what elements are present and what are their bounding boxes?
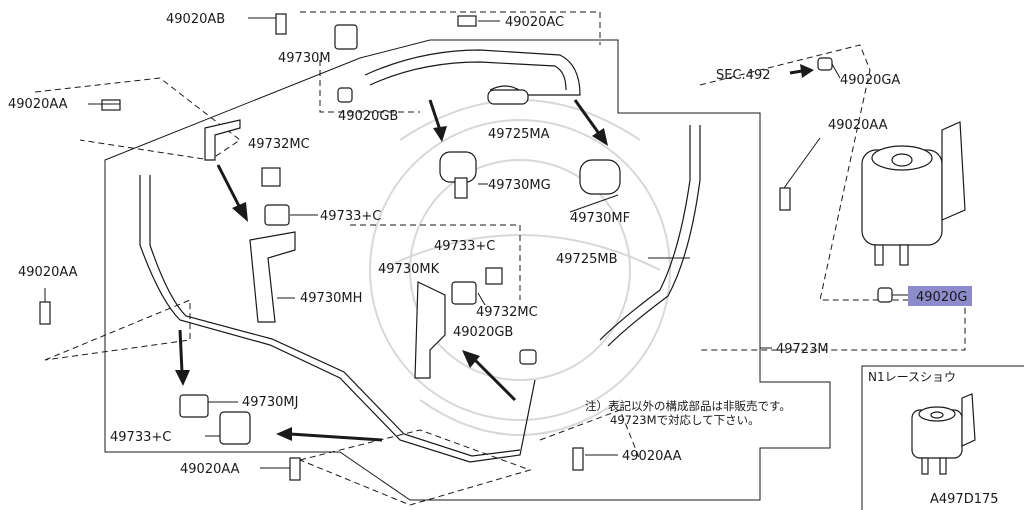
- clamp-49730MF: [579, 159, 621, 195]
- label-49730MJ[interactable]: 49730MJ: [242, 395, 298, 410]
- label-49732MC-mid[interactable]: 49732MC: [476, 305, 538, 320]
- diagram-id: A497D175: [930, 492, 999, 507]
- bracket-49730MH: [249, 231, 296, 323]
- bolt-49020AA-bottom1: [289, 457, 301, 481]
- bolt-49020AC: [457, 15, 477, 27]
- label-49730M[interactable]: 49730M: [278, 51, 331, 66]
- label-49020AB[interactable]: 49020AB: [166, 12, 225, 27]
- label-49020AA-left[interactable]: 49020AA: [8, 97, 68, 112]
- pressure-hose-line-b: [149, 175, 521, 457]
- grommet-49733C-mid: [451, 281, 477, 305]
- clip-49732MC-mid: [485, 267, 503, 285]
- return-hose-top-b: [369, 61, 567, 91]
- dash-frame-mid: [350, 224, 521, 300]
- label-49732MC-top[interactable]: 49732MC: [248, 137, 310, 152]
- clip-49020GB-top: [337, 87, 353, 103]
- clip-49730MJ: [179, 394, 209, 418]
- clip-49020G: [877, 287, 893, 303]
- label-49730MF[interactable]: 49730MF: [570, 211, 630, 226]
- bolt-49020AA-bottom2: [572, 447, 584, 471]
- leader-lines: [44, 17, 912, 469]
- note-block: 注）表記以外の構成部品は非販売です。 49723Mで対応して下さい。: [585, 399, 791, 427]
- label-49730MK[interactable]: 49730MK: [378, 262, 440, 277]
- pressure-hose-line: [139, 175, 536, 463]
- label-49733C-top[interactable]: 49733+C: [320, 209, 381, 224]
- bracket-49730MG: [454, 177, 468, 199]
- dash-frame-lower-left: [44, 299, 191, 361]
- grommet-49733C-bottom: [219, 411, 251, 445]
- bolt-49020AA-right: [779, 187, 791, 211]
- reservoir-tank: [861, 121, 966, 266]
- bracket-left: [204, 119, 241, 161]
- label-49725MB[interactable]: 49725MB: [556, 252, 618, 267]
- bolt-49020AA-left: [101, 99, 121, 111]
- inset-title: N1レースショウ: [868, 370, 956, 384]
- dash-frame-bottom: [298, 429, 532, 506]
- outer-frame: [104, 39, 831, 501]
- label-sec492[interactable]: SEC.492: [716, 68, 771, 83]
- bolt-49020AB: [275, 13, 287, 35]
- dash-frame-bottom-right: [539, 409, 641, 461]
- label-49020GA[interactable]: 49020GA: [840, 73, 900, 88]
- label-49020GB-mid[interactable]: 49020GB: [453, 325, 513, 340]
- hose-49725MB-b: [607, 125, 701, 347]
- bracket-49730MK: [414, 281, 446, 379]
- highlight-49020G: [908, 286, 972, 306]
- label-49020AA-right[interactable]: 49020AA: [828, 118, 888, 133]
- dash-frame-left: [34, 77, 241, 161]
- label-49730MH[interactable]: 49730MH: [300, 291, 362, 306]
- dash-frame-top: [300, 11, 601, 113]
- label-49020AA-bottom2[interactable]: 49020AA: [622, 449, 682, 464]
- note-line-2: 49723Mで対応して下さい。: [610, 413, 760, 427]
- clip-49732MC-top: [261, 167, 281, 187]
- dash-frame-right: [699, 44, 966, 351]
- label-49723M[interactable]: 49723M: [776, 342, 829, 357]
- part-labels: 49020AB 49020AC 49730M 49020AA 49020GB 4…: [8, 12, 967, 477]
- clamp-49730M: [334, 24, 358, 50]
- label-49733C-bottom[interactable]: 49733+C: [110, 430, 171, 445]
- label-49020G[interactable]: 49020G: [916, 290, 967, 305]
- return-hose-top: [364, 49, 581, 96]
- label-49020AA-bottom1[interactable]: 49020AA: [180, 462, 240, 477]
- hose-49725MB: [599, 125, 691, 341]
- clip-49020GB-mid: [519, 349, 537, 365]
- grommet-49733C-top: [264, 204, 290, 226]
- label-49020AC[interactable]: 49020AC: [505, 15, 564, 30]
- bolt-49020AA-mid: [39, 301, 51, 325]
- label-49733C-mid[interactable]: 49733+C: [434, 239, 495, 254]
- label-49730MG[interactable]: 49730MG: [488, 178, 551, 193]
- label-49020GB-top[interactable]: 49020GB: [338, 109, 398, 124]
- label-49725MA[interactable]: 49725MA: [488, 127, 550, 142]
- hose-end-fitting: [487, 89, 529, 105]
- inset-panel: N1レースショウ: [861, 365, 1024, 510]
- clip-49020GA: [817, 57, 833, 71]
- label-49020AA-mid[interactable]: 49020AA: [18, 265, 78, 280]
- assembly-arrows: [175, 64, 814, 442]
- note-line-1: 注）表記以外の構成部品は非販売です。: [585, 399, 791, 413]
